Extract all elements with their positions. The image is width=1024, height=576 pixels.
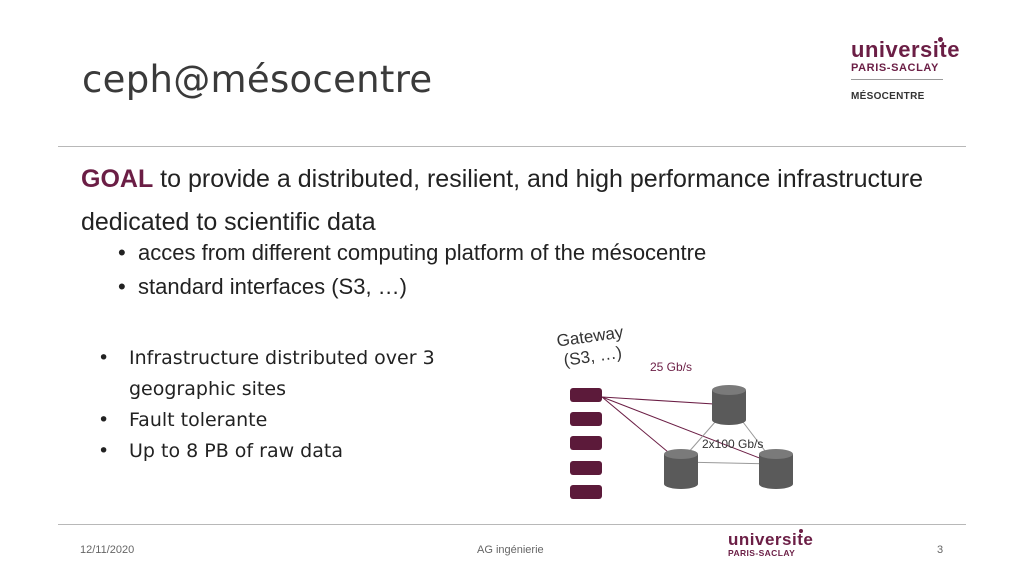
list-item: • Infrastructure distributed over 3 geog…: [98, 343, 478, 405]
bullet-icon: •: [98, 440, 110, 462]
sub-bullet-text: standard interfaces (S3, …): [138, 274, 408, 299]
gateway-server-icon: [570, 436, 602, 450]
footer-date: 12/11/2020: [80, 544, 135, 556]
footer-logo-paris-saclay-text: PARIS-SACLAY: [728, 548, 796, 558]
link-line: [601, 396, 731, 406]
footer-divider: [58, 524, 966, 525]
network-diagram: Gateway (S3, …) 25 Gb/s 2x100 Gb/s: [540, 322, 820, 512]
network-links: [601, 385, 793, 489]
gateway-server-icon: [570, 388, 602, 402]
goal-statement: GOAL to provide a distributed, resilient…: [81, 158, 941, 244]
list-item-text: Infrastructure distributed over 3 geogra…: [129, 347, 435, 400]
footer-logo: universite PARIS-SACLAY: [728, 530, 814, 558]
slide-title: ceph@mésocentre: [82, 58, 433, 101]
footer-center-text: AG ingénierie: [477, 544, 544, 556]
gateway-server-icon: [570, 461, 602, 475]
footer-logo-dot-icon: [799, 529, 803, 533]
logo-paris-saclay-text: PARIS-SACLAY: [851, 62, 939, 74]
sub-bullet: • standard interfaces (S3, …): [118, 274, 407, 300]
bullet-icon: •: [98, 347, 110, 369]
universite-paris-saclay-logo: universite PARIS-SACLAY MÉSOCENTRE: [851, 37, 960, 102]
list-item-text: Up to 8 PB of raw data: [129, 440, 343, 462]
sub-bullet: • acces from different computing platform…: [118, 240, 706, 266]
sub-bullet-text: acces from different computing platform …: [138, 240, 707, 265]
footer-logo-universite-text: universite: [728, 530, 814, 549]
list-item: • Fault tolerante: [98, 405, 478, 436]
page-number: 3: [937, 544, 944, 556]
storage-site-icon: [664, 449, 698, 489]
sites-bandwidth-label: 2x100 Gb/s: [702, 437, 764, 451]
gateway-bandwidth-label: 25 Gb/s: [650, 360, 693, 374]
list-item: • Up to 8 PB of raw data: [98, 436, 478, 467]
logo-mesocentre-text: MÉSOCENTRE: [851, 91, 925, 102]
gateway-server-icon: [570, 485, 602, 499]
list-item-text: Fault tolerante: [129, 409, 268, 431]
logo-universite-text: universite: [851, 37, 960, 62]
goal-text: to provide a distributed, resilient, and…: [81, 165, 924, 236]
goal-keyword: GOAL: [81, 165, 154, 193]
header-divider: [58, 146, 966, 147]
gateway-server-icon: [570, 412, 602, 426]
storage-site-icon: [759, 449, 793, 489]
bullet-icon: •: [118, 274, 126, 299]
storage-site-icon: [712, 385, 746, 425]
bullet-icon: •: [118, 240, 126, 265]
logo-dot-icon: [938, 37, 943, 42]
logo-separator: [851, 79, 943, 80]
feature-bullet-list: • Infrastructure distributed over 3 geog…: [98, 343, 478, 467]
bullet-icon: •: [98, 409, 110, 431]
link-line: [601, 396, 776, 465]
